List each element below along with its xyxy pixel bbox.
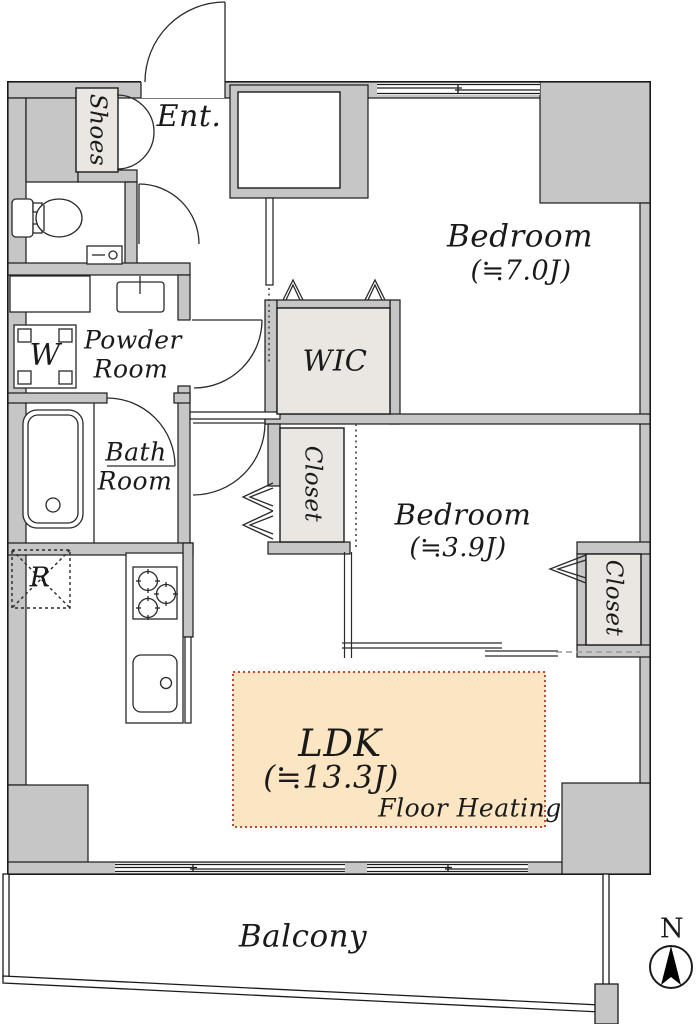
window-bedroom-main (377, 83, 540, 95)
balcony-structure (2, 873, 619, 1024)
doors (106, 1, 587, 584)
bath-room-label-1: Bath (105, 437, 167, 467)
entrance-door (144, 1, 226, 83)
balcony-end-block (594, 983, 619, 1024)
closet-west-box (279, 427, 345, 543)
shoes-label: Shoes (84, 93, 111, 167)
powder-room-label-1: Powder (83, 325, 183, 355)
fixtures (9, 198, 184, 724)
window-ldk-east (367, 863, 528, 873)
balcony-left-rail (2, 873, 10, 979)
powder-storage (9, 275, 91, 313)
bedroom-second-size: (≒3.9J) (409, 532, 507, 563)
toilet-door (138, 183, 200, 245)
window-ldk-west (115, 863, 345, 873)
bath-room-label-2: Room (97, 466, 173, 496)
storage-boxes (75, 87, 642, 646)
washer-label: W (29, 337, 61, 373)
ldk-size: (≒13.3J) (263, 759, 399, 796)
closet-west-label: Closet (299, 445, 326, 523)
sliding-doors-bedroom-second (342, 552, 558, 658)
entrance-opening (140, 81, 226, 98)
closet-east-folding-door (548, 554, 587, 584)
bedroom-main-size: (≒7.0J) (470, 255, 572, 287)
thin-walls (184, 197, 281, 724)
powder-room-label-2: Room (93, 354, 169, 384)
floor-heating-zone (232, 671, 546, 828)
stove-icon (132, 566, 178, 620)
bedroom-second-label: Bedroom (394, 497, 532, 532)
ldk-label: LDK (298, 722, 382, 766)
pipe-space (237, 91, 341, 189)
compass-north-label: N (659, 913, 685, 945)
closet-west-folding-doors (241, 482, 274, 540)
balcony-divider (602, 873, 610, 987)
balcony-front-rail (2, 975, 601, 1013)
floor-heating-label: Floor Heating (378, 793, 562, 823)
washer-pan-icon (13, 324, 77, 389)
kitchen-sink-icon (132, 654, 178, 713)
wic-folding-doors (282, 278, 386, 301)
shoes-cabinet-doors (116, 94, 155, 170)
toilet-icon (11, 198, 83, 238)
powder-room-door (192, 319, 263, 389)
bathtub-icon (22, 409, 84, 529)
washbasin-icon (116, 276, 165, 313)
bedroom-main-label: Bedroom (446, 218, 594, 255)
hall-ldk-door (192, 422, 266, 496)
entrance-label: Ent. (156, 98, 222, 134)
wic-box (276, 307, 391, 415)
refrigerator-label: R (29, 562, 51, 594)
closet-east-label: Closet (600, 559, 627, 637)
compass-icon (649, 945, 693, 989)
balcony-label: Balcony (238, 918, 368, 955)
toilet-hand-basin-icon (86, 245, 123, 265)
shoes-box (75, 87, 119, 173)
bath-room-door (106, 397, 176, 467)
partitions (268, 288, 640, 658)
refrigerator-space-icon (11, 549, 71, 609)
wic-label: WIC (302, 343, 368, 378)
closet-east-box (585, 553, 642, 646)
